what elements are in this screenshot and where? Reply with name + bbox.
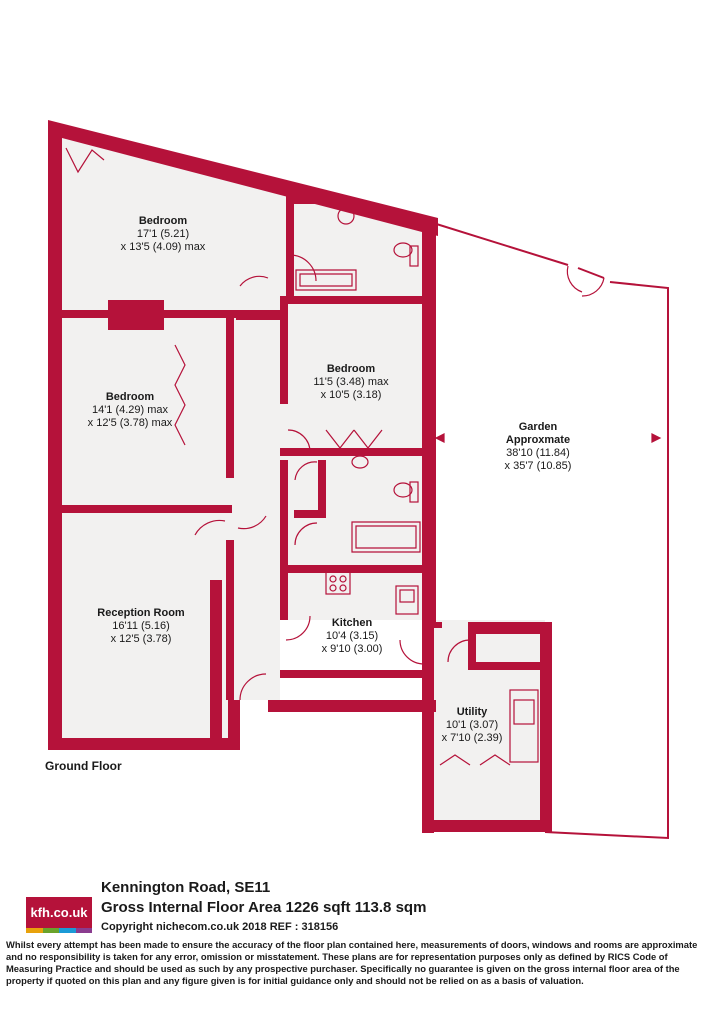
disclaimer: Whilst every attempt has been made to en… <box>6 939 698 986</box>
logo-color-bar <box>26 928 92 933</box>
room-label-utility: Utility 10'1 (3.07) x 7'10 (2.39) <box>442 706 503 744</box>
room-name: Kitchen <box>332 617 373 629</box>
room-dim2: x 13'5 (4.09) max <box>121 241 206 253</box>
logo-bar-segment <box>26 928 43 933</box>
room-name: Bedroom <box>139 215 188 227</box>
garden-dimension-arrows <box>434 433 662 443</box>
room-dim1: 11'5 (3.48) max <box>313 376 389 388</box>
room-dim2: x 10'5 (3.18) <box>321 389 382 401</box>
room-name: Utility <box>457 706 488 718</box>
logo-bar-segment <box>75 928 92 933</box>
floor-fill <box>55 130 545 825</box>
floor-area: Gross Internal Floor Area 1226 sqft 113.… <box>101 899 427 916</box>
room-label-kitchen: Kitchen 10'4 (3.15) x 9'10 (3.00) <box>322 617 383 655</box>
floor-label: Ground Floor <box>45 759 122 773</box>
room-name: Bedroom <box>106 391 155 403</box>
room-label-bedroom-2: Bedroom 14'1 (4.29) max x 12'5 (3.78) ma… <box>88 391 173 429</box>
room-label-bedroom-1: Bedroom 17'1 (5.21) x 13'5 (4.09) max <box>121 215 206 253</box>
room-label-garden: Garden Approxmate 38'10 (11.84) x 35'7 (… <box>505 421 572 472</box>
outer-walls <box>48 120 552 833</box>
room-name: Reception Room <box>97 607 185 619</box>
room-dim2: x 35'7 (10.85) <box>505 460 572 472</box>
room-dim2: x 12'5 (3.78) max <box>88 417 173 429</box>
logo-text: kfh.co.uk <box>30 905 88 920</box>
room-label-reception: Reception Room 16'11 (5.16) x 12'5 (3.78… <box>97 607 185 645</box>
room-dim2: x 7'10 (2.39) <box>442 732 503 744</box>
room-dim2: x 9'10 (3.00) <box>322 643 383 655</box>
kfh-logo: kfh.co.uk <box>26 897 92 933</box>
room-dim1: 38'10 (11.84) <box>506 447 570 459</box>
room-name: Bedroom <box>327 363 376 375</box>
fixtures <box>65 147 605 766</box>
garden-boundary <box>429 221 669 840</box>
logo-bar-segment <box>59 928 76 933</box>
room-dim1: 10'1 (3.07) <box>446 719 498 731</box>
logo-bar-segment <box>42 928 59 933</box>
room-dim2: x 12'5 (3.78) <box>111 633 172 645</box>
property-title: Kennington Road, SE11 <box>101 879 271 896</box>
room-name: Garden <box>519 421 558 433</box>
room-dim1: 16'11 (5.16) <box>112 620 170 632</box>
room-name-2: Approxmate <box>506 434 570 446</box>
room-dim1: 14'1 (4.29) max <box>92 404 169 416</box>
room-dim1: 17'1 (5.21) <box>137 228 189 240</box>
room-label-bedroom-3: Bedroom 11'5 (3.48) max x 10'5 (3.18) <box>313 363 389 401</box>
interior-walls <box>62 196 544 740</box>
room-dim1: 10'4 (3.15) <box>326 630 378 642</box>
copyright: Copyright nichecom.co.uk 2018 REF : 3181… <box>101 921 339 933</box>
